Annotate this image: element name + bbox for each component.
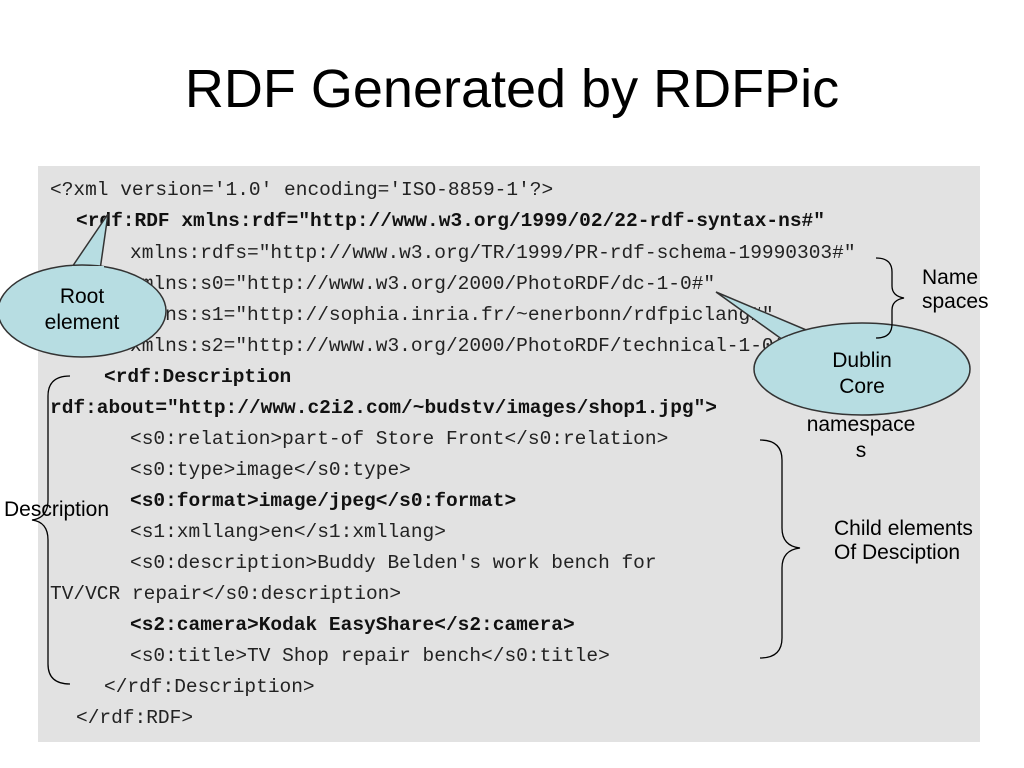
root-element-line-2: element — [44, 311, 120, 334]
code-line-camera: <s2:camera>Kodak EasyShare</s2:camera> — [130, 614, 575, 636]
name-spaces-brace — [875, 257, 905, 339]
root-element-line-1: Root — [59, 285, 105, 308]
slide-title: RDF Generated by RDFPic — [184, 59, 840, 119]
code-line-ns-s2: xmlns:s2="http://www.w3.org/2000/PhotoRD… — [130, 335, 798, 357]
root-element-bubble — [0, 264, 167, 358]
root-element-callout — [69, 213, 109, 271]
code-line-format: <s0:format>image/jpeg</s0:format> — [130, 490, 517, 512]
code-line-description-open: <rdf:Description — [104, 366, 292, 388]
dublin-core-line-2: Core — [839, 375, 885, 398]
code-line-rdf-close: </rdf:RDF> — [76, 707, 194, 729]
description-label: Description — [4, 498, 110, 521]
code-line-xmllang: <s1:xmllang>en</s1:xmllang> — [130, 521, 446, 543]
name-spaces-line-2: spaces — [922, 290, 989, 313]
dublin-core-line-1: Dublin — [832, 349, 892, 372]
code-line-description-cont: TV/VCR repair</s0:description> — [50, 583, 402, 605]
dublin-core-namespaces-line-2: s — [855, 439, 867, 462]
code-line-ns-s1: xmlns:s1="http://sophia.inria.fr/~enerbo… — [130, 304, 774, 326]
name-spaces-line-1: Name — [922, 266, 979, 289]
root-element-label: Root element — [22, 284, 142, 336]
child-elements-line-1: Child elements — [834, 517, 973, 540]
dublin-core-namespaces-label: namespace s — [786, 412, 936, 464]
code-line-relation: <s0:relation>part-of Store Front</s0:rel… — [130, 428, 669, 450]
code-line-ns-s0: xmlns:s0="http://www.w3.org/2000/PhotoRD… — [130, 273, 716, 295]
description-brace — [31, 375, 71, 685]
child-elements-line-2: Of Desciption — [834, 541, 961, 564]
code-line-description-close: </rdf:Description> — [104, 676, 315, 698]
dublin-core-namespaces-line-1: namespace — [806, 413, 916, 436]
code-line-title: <s0:title>TV Shop repair bench</s0:title… — [130, 645, 610, 667]
code-line-description: <s0:description>Buddy Belden's work benc… — [130, 552, 657, 574]
code-listing-box — [38, 166, 980, 742]
code-line-ns-rdfs: xmlns:rdfs="http://www.w3.org/TR/1999/PR… — [130, 242, 856, 264]
child-elements-label: Child elements Of Desciption — [834, 517, 973, 565]
code-line-xml-declaration: <?xml version='1.0' encoding='ISO-8859-1… — [50, 179, 554, 201]
child-elements-brace — [759, 439, 801, 659]
dublin-core-label: Dublin Core — [802, 348, 922, 400]
name-spaces-label: Name spaces — [922, 266, 989, 314]
code-line-rdf-about: rdf:about="http://www.c2i2.com/~budstv/i… — [50, 397, 718, 419]
code-line-type: <s0:type>image</s0:type> — [130, 459, 411, 481]
